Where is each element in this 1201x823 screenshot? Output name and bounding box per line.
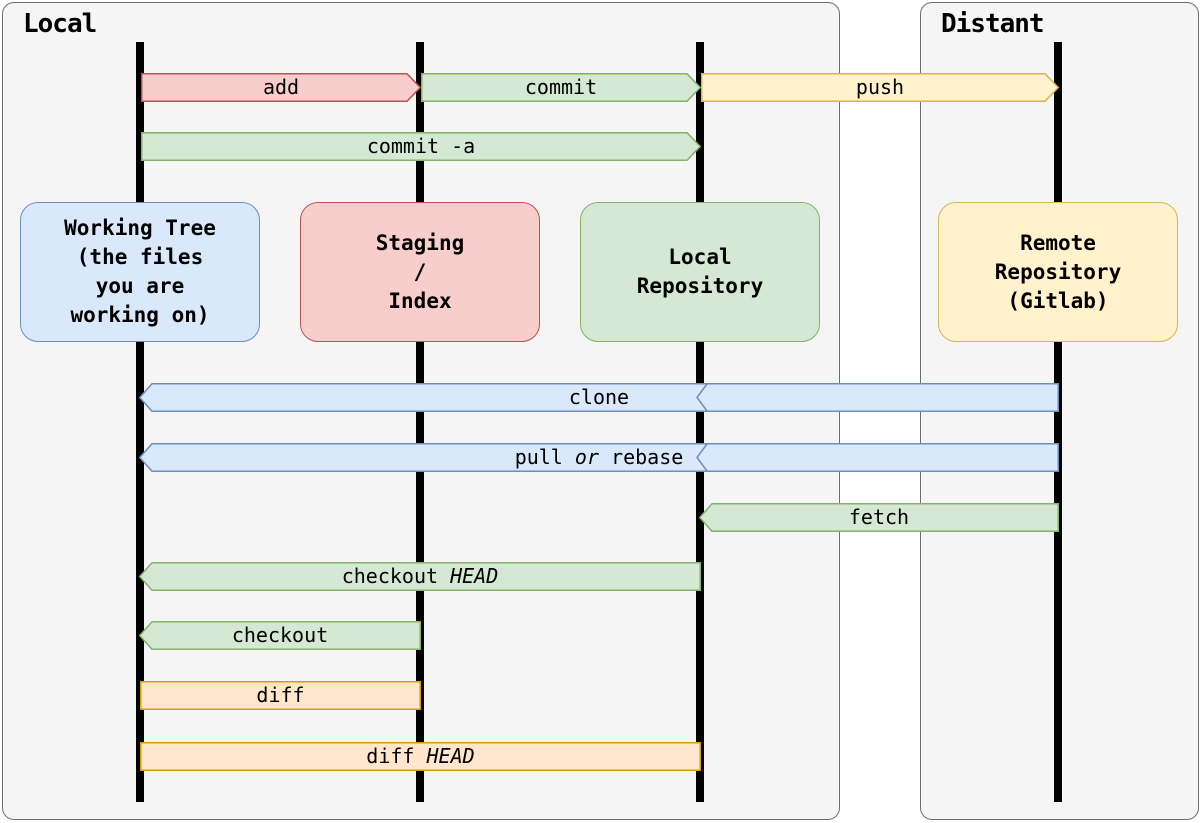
arrow-label: diff HEAD xyxy=(366,744,475,768)
arrow-label: diff xyxy=(256,683,305,707)
arrow-shape xyxy=(140,742,701,771)
arrow-label: checkout xyxy=(231,623,329,647)
arrow-shape xyxy=(701,73,1060,102)
arrow-label: commit xyxy=(524,75,598,99)
arrow-label: pull or rebase xyxy=(514,445,684,469)
node-line: Staging xyxy=(375,230,465,255)
arrow-commit-a: commit -a xyxy=(141,132,702,161)
node-line: working on) xyxy=(70,303,210,327)
arrow-shape xyxy=(141,132,702,161)
arrow-shape xyxy=(698,503,1059,532)
arrow-label: push xyxy=(855,75,905,99)
arrow-push: push xyxy=(701,73,1060,102)
arrow-checkout: checkout xyxy=(138,621,421,650)
arrow-diff-head: diff HEAD xyxy=(140,742,701,771)
arrow-shape xyxy=(138,562,701,591)
container-distant-title: Distant xyxy=(941,9,1045,39)
arrow-shape xyxy=(138,443,1059,472)
node-staging-index: Staging / Index xyxy=(300,202,540,342)
arrow-add: add xyxy=(141,73,422,102)
node-line: Working Tree xyxy=(64,216,216,240)
arrow-label: checkout HEAD xyxy=(341,564,499,588)
node-remote-repository: Remote Repository (Gitlab) xyxy=(938,202,1178,342)
arrow-fetch: fetch xyxy=(698,503,1059,532)
arrow-checkout-head: checkout HEAD xyxy=(138,562,701,591)
lifeline-staging-index xyxy=(416,42,424,802)
arrow-shape xyxy=(138,383,1059,412)
arrow-shape xyxy=(421,73,702,102)
arrow-label: commit -a xyxy=(366,134,476,158)
node-line: you are xyxy=(95,274,185,298)
arrow-label: clone xyxy=(568,385,630,409)
arrow-diff: diff xyxy=(140,681,421,710)
node-line: (Gitlab) xyxy=(1007,288,1109,313)
node-line: Remote xyxy=(1020,230,1096,255)
node-line: Repository xyxy=(994,259,1122,284)
node-line: Index xyxy=(388,288,452,313)
arrow-pull-or-rebase: pull or rebase xyxy=(138,443,1059,472)
arrow-shape xyxy=(138,621,421,650)
node-line: (the files xyxy=(76,245,204,269)
arrow-shape xyxy=(141,73,422,102)
arrow-commit: commit xyxy=(421,73,702,102)
node-local-repository: Local Repository xyxy=(580,202,820,342)
node-line: / xyxy=(413,259,427,284)
container-local-title: Local xyxy=(23,9,97,39)
node-line: Repository xyxy=(636,274,764,298)
lifeline-remote-repository xyxy=(1054,42,1062,802)
arrow-clone: clone xyxy=(138,383,1059,412)
lifeline-local-repository xyxy=(696,42,704,802)
arrow-label: add xyxy=(262,75,300,99)
node-working-tree: Working Tree (the files you are working … xyxy=(20,202,260,342)
node-line: Local xyxy=(668,245,732,269)
lifeline-working-tree xyxy=(136,42,144,802)
arrow-label: fetch xyxy=(848,505,910,529)
arrow-shape xyxy=(140,681,421,710)
